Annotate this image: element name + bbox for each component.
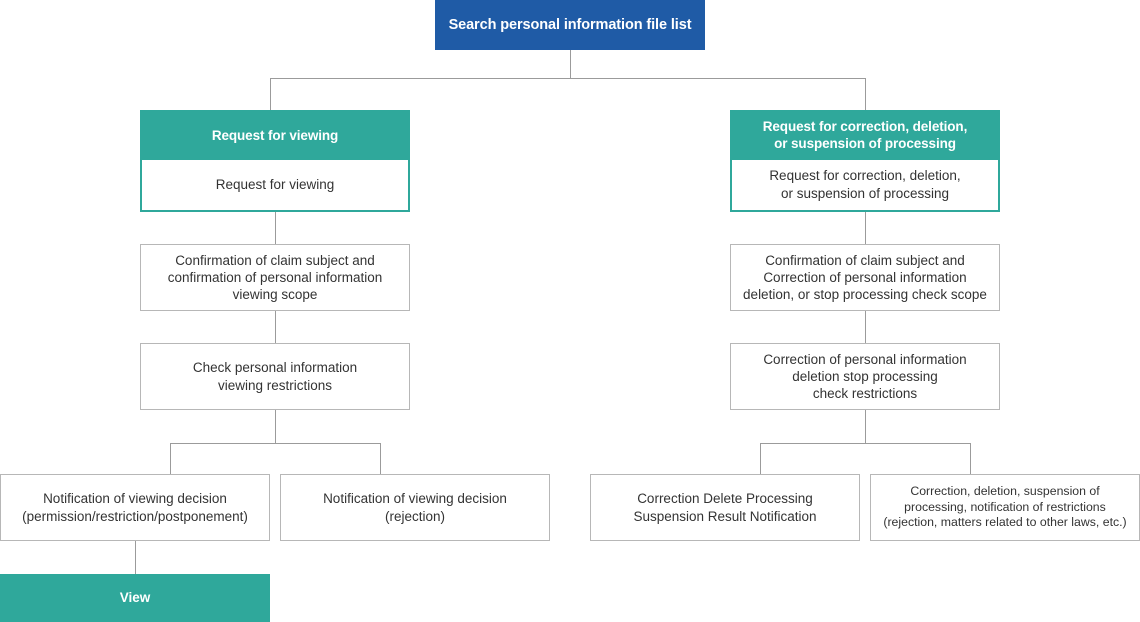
node-left-step-1[interactable]: Confirmation of claim subject and confir… xyxy=(140,244,410,311)
connector-title-down xyxy=(570,50,571,79)
card-request-for-correction[interactable]: Request for correction, deletion, or sus… xyxy=(730,110,1000,212)
card-request-for-viewing-body: Request for viewing xyxy=(142,160,408,210)
node-left-outcome-2-label: Notification of viewing decision (reject… xyxy=(323,491,507,524)
connector-left-step2-to-split xyxy=(275,410,276,443)
connector-right-split-to-outcome1 xyxy=(760,443,761,474)
node-right-outcome-2-label: Correction, deletion, suspension of proc… xyxy=(883,483,1127,530)
connector-right-split-to-outcome2 xyxy=(970,443,971,474)
connector-left-outcome-split xyxy=(170,443,380,444)
node-view-terminal-label: View xyxy=(119,590,151,606)
node-left-outcome-2[interactable]: Notification of viewing decision (reject… xyxy=(280,474,550,541)
node-view-terminal[interactable]: View xyxy=(0,574,270,622)
connector-right-card-to-step1 xyxy=(865,212,866,244)
connector-left-split-to-outcome1 xyxy=(170,443,171,474)
node-right-outcome-2[interactable]: Correction, deletion, suspension of proc… xyxy=(870,474,1140,541)
node-right-step-2[interactable]: Correction of personal information delet… xyxy=(730,343,1000,410)
node-right-step-1[interactable]: Confirmation of claim subject and Correc… xyxy=(730,244,1000,311)
card-request-for-viewing-body-label: Request for viewing xyxy=(215,177,335,193)
card-request-for-correction-body: Request for correction, deletion, or sus… xyxy=(732,160,998,210)
connector-right-step2-to-split xyxy=(865,410,866,443)
card-request-for-correction-header-label: Request for correction, deletion, or sus… xyxy=(762,119,968,151)
node-left-step-1-label: Confirmation of claim subject and confir… xyxy=(167,252,383,303)
connector-split-to-right-card xyxy=(865,78,866,110)
connector-left-split-to-outcome2 xyxy=(380,443,381,474)
card-request-for-viewing-header: Request for viewing xyxy=(142,112,408,160)
node-right-step-1-label: Confirmation of claim subject and Correc… xyxy=(743,252,987,303)
node-right-outcome-1[interactable]: Correction Delete Processing Suspension … xyxy=(590,474,860,541)
node-left-outcome-1[interactable]: Notification of viewing decision (permis… xyxy=(0,474,270,541)
connector-right-outcome-split xyxy=(760,443,970,444)
connector-left-card-to-step1 xyxy=(275,212,276,244)
card-request-for-viewing-header-label: Request for viewing xyxy=(211,127,339,143)
connector-left-step1-to-step2 xyxy=(275,311,276,343)
node-left-step-2[interactable]: Check personal information viewing restr… xyxy=(140,343,410,410)
card-request-for-correction-body-label: Request for correction, deletion, or sus… xyxy=(769,168,961,201)
node-right-outcome-1-label: Correction Delete Processing Suspension … xyxy=(633,491,817,524)
connector-outcome1-to-view xyxy=(135,541,136,574)
connector-right-step1-to-step2 xyxy=(865,311,866,343)
connector-main-split xyxy=(270,78,866,79)
card-request-for-viewing[interactable]: Request for viewing Request for viewing xyxy=(140,110,410,212)
node-right-step-2-label: Correction of personal information delet… xyxy=(763,351,967,402)
node-search-file-list-label: Search personal information file list xyxy=(448,16,692,33)
card-request-for-correction-header: Request for correction, deletion, or sus… xyxy=(732,112,998,160)
node-left-step-2-label: Check personal information viewing restr… xyxy=(192,360,358,393)
node-left-outcome-1-label: Notification of viewing decision (permis… xyxy=(22,491,248,524)
node-search-file-list[interactable]: Search personal information file list xyxy=(435,0,705,50)
connector-split-to-left-card xyxy=(270,78,271,110)
